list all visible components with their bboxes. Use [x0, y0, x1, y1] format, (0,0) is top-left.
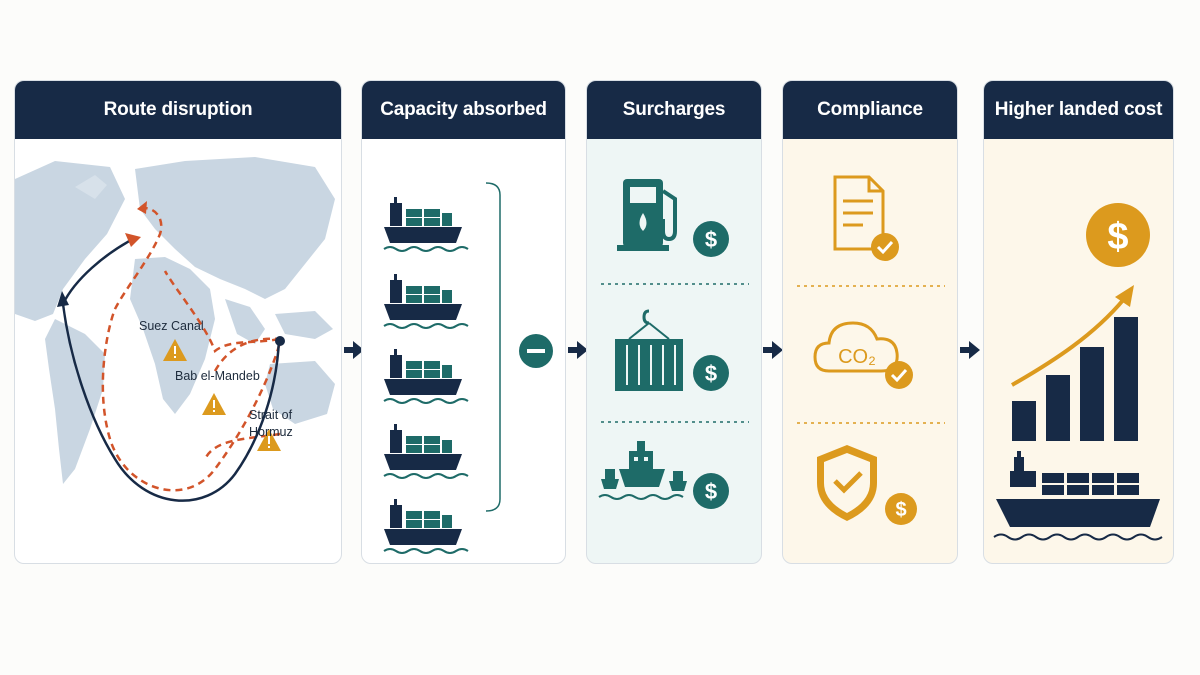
svg-text:CO₂: CO₂ — [838, 346, 876, 368]
warning-icon — [163, 339, 187, 361]
route-disruption-panel: Route disruption — [14, 80, 342, 564]
crane-container-icon — [615, 309, 683, 391]
warning-icon — [202, 393, 226, 415]
route-disruption-title: Route disruption — [15, 81, 341, 139]
route-arrowhead — [57, 291, 69, 307]
flow-arrow-icon — [763, 341, 783, 359]
container-ship-icon — [383, 348, 469, 404]
svg-text:$: $ — [1107, 216, 1128, 258]
map-land — [15, 157, 335, 484]
grouping-bracket — [485, 182, 501, 512]
compliance-panel: Compliance CO₂ $ — [782, 80, 958, 564]
container-ship-icon — [383, 196, 469, 252]
dollar-coin-icon: $ — [1086, 203, 1150, 267]
dollar-coin-icon: $ — [885, 493, 917, 525]
world-map — [15, 157, 335, 502]
flow-arrow-icon — [344, 341, 364, 359]
higher-landed-cost-panel: Higher landed cost $ — [983, 80, 1174, 564]
ship-fleet — [383, 182, 553, 554]
strait-of-hormuz-label: Strait of Hormuz — [249, 408, 293, 439]
svg-text:$: $ — [705, 227, 717, 252]
container-ship-icon — [383, 498, 469, 554]
svg-text:$: $ — [705, 479, 717, 504]
svg-text:$: $ — [705, 361, 717, 386]
cost-increase-graphic: $ — [993, 203, 1163, 541]
rising-bar-chart-icon — [1012, 317, 1138, 441]
flow-arrow-icon — [568, 341, 588, 359]
warning-icon — [257, 429, 281, 451]
container-ship-icon — [383, 423, 469, 479]
document-check-icon — [833, 175, 899, 261]
svg-text:$: $ — [895, 499, 906, 521]
compliance-icons: CO₂ $ — [797, 175, 945, 525]
surcharges-title: Surcharges — [587, 81, 761, 139]
dollar-coin-icon: $ — [693, 221, 729, 257]
container-ship-icon — [993, 451, 1163, 541]
surcharges-panel: Surcharges $ $ — [586, 80, 762, 564]
suez-canal-label: Suez Canal — [139, 319, 204, 333]
shield-check-icon — [817, 445, 877, 521]
flow-arrow-icon — [960, 341, 980, 359]
co2-cloud-icon: CO₂ — [813, 321, 913, 389]
fuel-pump-icon — [617, 179, 677, 251]
dollar-coin-icon: $ — [693, 355, 729, 391]
trend-arrow-icon — [1011, 297, 1126, 387]
surcharge-icons: $ $ $ — [598, 179, 749, 509]
higher-landed-cost-title: Higher landed cost — [984, 81, 1173, 139]
tugboat-fleet-icon — [598, 441, 687, 500]
compliance-title: Compliance — [783, 81, 957, 139]
cape-route-path — [61, 237, 281, 502]
capacity-absorbed-title: Capacity absorbed — [362, 81, 565, 139]
container-ship-icon — [383, 273, 469, 329]
bab-el-mandeb-label: Bab el-Mandeb — [175, 369, 260, 383]
capacity-absorbed-panel: Capacity absorbed — [361, 80, 566, 564]
origin-port-dot — [275, 336, 285, 346]
dollar-coin-icon: $ — [693, 473, 729, 509]
